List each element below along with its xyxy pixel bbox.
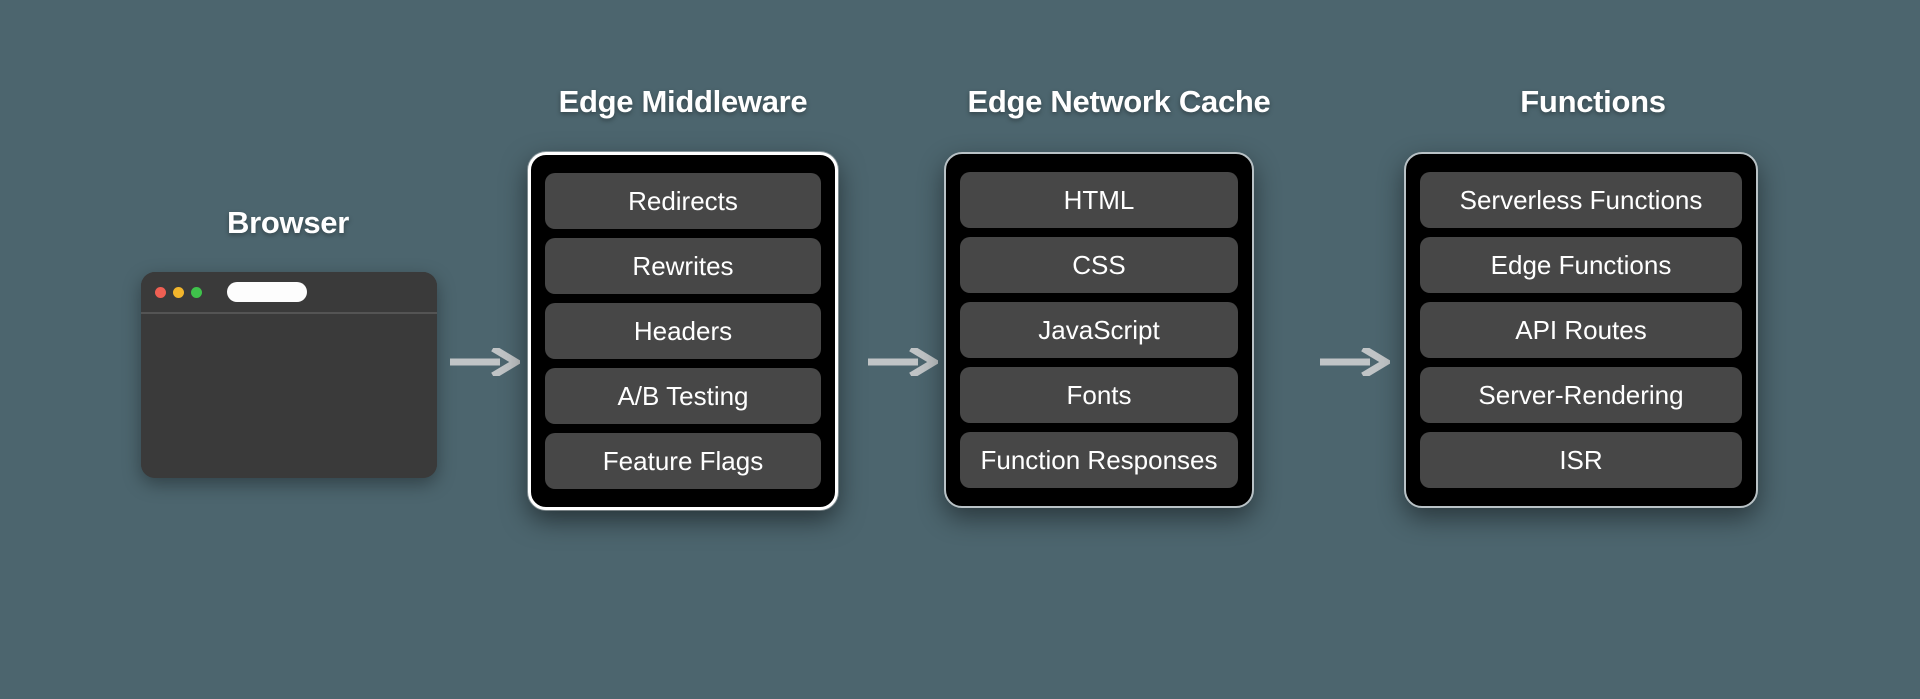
chip-headers[interactable]: Headers xyxy=(545,303,821,359)
browser-titlebar xyxy=(141,272,437,314)
chip-javascript[interactable]: JavaScript xyxy=(960,302,1238,358)
chip-function-responses[interactable]: Function Responses xyxy=(960,432,1238,488)
browser-window-mock xyxy=(141,272,437,478)
arrow-middleware-to-cache xyxy=(866,348,938,376)
chip-isr[interactable]: ISR xyxy=(1420,432,1742,488)
browser-url-input[interactable] xyxy=(227,282,307,302)
browser-title: Browser xyxy=(227,205,349,240)
traffic-light-maximize-icon xyxy=(191,287,202,298)
edge-middleware-title: Edge Middleware xyxy=(558,84,808,119)
traffic-light-minimize-icon xyxy=(173,287,184,298)
edge-network-cache-title: Edge Network Cache xyxy=(967,84,1271,119)
chip-server-rendering[interactable]: Server-Rendering xyxy=(1420,367,1742,423)
chip-feature-flags[interactable]: Feature Flags xyxy=(545,433,821,489)
chip-ab-testing[interactable]: A/B Testing xyxy=(545,368,821,424)
chip-css[interactable]: CSS xyxy=(960,237,1238,293)
chip-edge-functions[interactable]: Edge Functions xyxy=(1420,237,1742,293)
arrow-browser-to-middleware xyxy=(448,348,520,376)
traffic-light-close-icon xyxy=(155,287,166,298)
panel-edge-middleware: Redirects Rewrites Headers A/B Testing F… xyxy=(528,152,838,510)
chip-api-routes[interactable]: API Routes xyxy=(1420,302,1742,358)
browser-viewport xyxy=(141,314,437,478)
chip-rewrites[interactable]: Rewrites xyxy=(545,238,821,294)
arrow-cache-to-functions xyxy=(1318,348,1390,376)
panel-functions: Serverless Functions Edge Functions API … xyxy=(1404,152,1758,508)
chip-fonts[interactable]: Fonts xyxy=(960,367,1238,423)
chip-serverless-functions[interactable]: Serverless Functions xyxy=(1420,172,1742,228)
chip-html[interactable]: HTML xyxy=(960,172,1238,228)
chip-redirects[interactable]: Redirects xyxy=(545,173,821,229)
functions-title: Functions xyxy=(1520,84,1666,119)
panel-edge-network-cache: HTML CSS JavaScript Fonts Function Respo… xyxy=(944,152,1254,508)
